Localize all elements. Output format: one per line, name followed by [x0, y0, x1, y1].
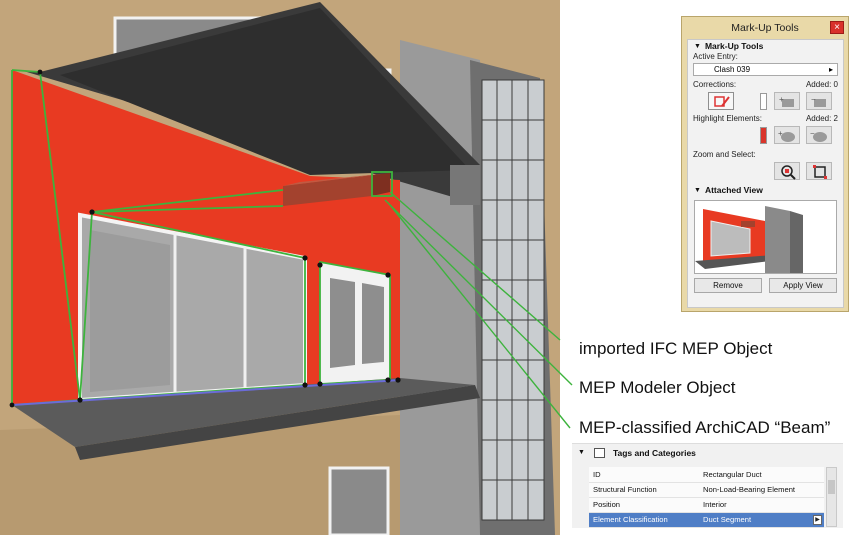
palette-title: Mark-Up Tools	[731, 22, 799, 34]
remove-highlight-icon: −	[810, 129, 827, 142]
highlight-color-swatch[interactable]	[760, 127, 767, 144]
collapse-triangle-icon: ▼	[578, 449, 585, 456]
corrections-row: Corrections: Added: 0	[688, 78, 843, 90]
duct-object	[283, 173, 390, 206]
remove-element-icon: −	[811, 95, 826, 107]
property-value: Non-Load-Bearing Element	[699, 482, 824, 498]
svg-text:−: −	[811, 95, 816, 104]
tags-categories-panel: ▼ Tags and Categories ID Rectangular Duc…	[572, 443, 843, 528]
markup-tools-palette: Mark-Up Tools × ▼Mark-Up Tools Active En…	[681, 16, 849, 312]
edit-markup-icon	[714, 96, 730, 107]
tags-header[interactable]: ▼ Tags and Categories	[572, 444, 843, 461]
selection-vertices	[9, 69, 401, 408]
svg-text:+: +	[778, 129, 783, 138]
callout-ifc-object: imported IFC MEP Object	[579, 339, 773, 358]
classification-picker-icon[interactable]: ▶	[813, 514, 822, 525]
table-row[interactable]: Structural Function Non-Load-Bearing Ele…	[589, 482, 824, 498]
close-icon[interactable]: ×	[830, 21, 844, 34]
property-value-text: Duct Segment	[703, 514, 752, 524]
upper-slab-underside	[60, 8, 470, 175]
collapse-triangle-icon: ▼	[694, 186, 701, 194]
glass-tower-grid	[481, 79, 545, 521]
tags-title: Tags and Categories	[612, 447, 696, 458]
correction-add-button[interactable]: +	[774, 92, 800, 110]
property-key: Element Classification	[589, 512, 699, 528]
select-elements-icon	[813, 165, 827, 179]
property-key: Structural Function	[589, 482, 699, 498]
section-attached-view[interactable]: ▼Attached View	[694, 185, 763, 195]
property-value: Duct Segment ▶	[699, 512, 824, 528]
select-button[interactable]	[806, 162, 832, 180]
highlight-row: Highlight Elements: Added: 2	[688, 112, 843, 124]
zoom-button[interactable]	[774, 162, 800, 180]
property-key: Position	[589, 497, 699, 513]
property-value: Interior	[699, 497, 824, 513]
dropdown-arrow-icon: ▸	[828, 65, 833, 74]
view-preview-image	[695, 201, 836, 273]
zoom-icon	[781, 165, 796, 180]
correction-edit-button[interactable]	[708, 92, 734, 110]
active-entry-label: Active Entry:	[693, 52, 738, 61]
corrections-tools: + −	[688, 90, 843, 112]
zoom-select-tools	[688, 160, 843, 182]
table-row[interactable]: ID Rectangular Duct	[589, 467, 824, 483]
collapse-triangle-icon: ▼	[694, 42, 701, 50]
add-highlight-icon: +	[778, 129, 795, 142]
corrections-label: Corrections:	[693, 79, 737, 89]
highlight-added: Added: 2	[805, 113, 838, 123]
correction-color-swatch[interactable]	[760, 93, 767, 110]
door	[320, 262, 390, 384]
view-buttons: Remove Apply View	[688, 278, 843, 293]
property-value: Rectangular Duct	[699, 467, 824, 483]
corrections-added: Added: 0	[805, 79, 838, 89]
tag-icon	[593, 447, 605, 458]
tags-table: ID Rectangular Duct Structural Function …	[589, 467, 824, 528]
property-key: ID	[589, 467, 699, 483]
correction-remove-button[interactable]: −	[806, 92, 832, 110]
apply-view-button[interactable]: Apply View	[769, 278, 837, 293]
scrollbar-thumb[interactable]	[828, 480, 835, 494]
palette-body: ▼Mark-Up Tools Active Entry: Clash 039 ▸…	[687, 39, 844, 308]
zoom-select-row: Zoom and Select:	[688, 148, 843, 160]
table-row-selected[interactable]: Element Classification Duct Segment ▶	[589, 512, 824, 528]
callout-mep-modeler-object: MEP Modeler Object	[579, 378, 736, 397]
zoom-select-label: Zoom and Select:	[693, 149, 756, 159]
table-row[interactable]: Position Interior	[589, 497, 824, 513]
large-window	[78, 212, 307, 403]
attached-view-thumbnail	[694, 200, 837, 274]
balcony-slab	[12, 378, 475, 447]
active-entry-value: Clash 039	[714, 65, 751, 74]
highlight-add-button[interactable]: +	[774, 126, 800, 144]
callout-archicad-beam: MEP-classified ArchiCAD “Beam”	[579, 418, 831, 437]
selection-baseline	[11, 379, 401, 406]
highlight-label: Highlight Elements:	[693, 113, 762, 123]
palette-titlebar[interactable]: Mark-Up Tools ×	[682, 17, 848, 39]
tags-scrollbar[interactable]	[826, 467, 837, 527]
highlight-tools: + −	[688, 124, 843, 146]
svg-text:+: +	[779, 95, 784, 104]
balcony-slab-edge	[75, 385, 480, 460]
add-element-icon: +	[779, 95, 794, 107]
highlight-remove-button[interactable]: −	[806, 126, 832, 144]
active-entry-dropdown[interactable]: Clash 039 ▸	[693, 63, 838, 76]
remove-view-button[interactable]: Remove	[694, 278, 762, 293]
lower-window	[328, 466, 390, 535]
svg-text:−: −	[810, 129, 815, 138]
section-markup-tools[interactable]: ▼Mark-Up Tools	[694, 41, 764, 51]
